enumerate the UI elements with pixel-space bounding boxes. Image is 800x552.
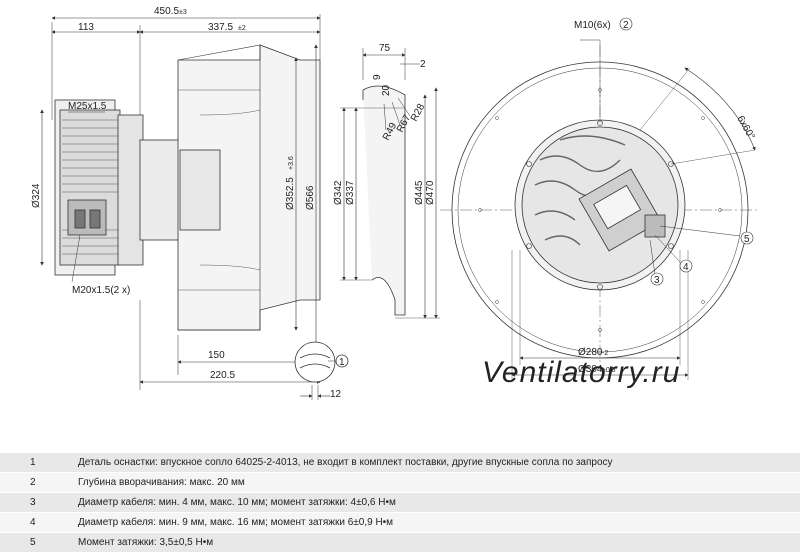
callout-3: 3 xyxy=(654,275,660,286)
angle-label: 6x60° xyxy=(734,114,756,142)
dim-342: Ø342 xyxy=(333,180,344,205)
callout-5: 5 xyxy=(744,234,750,245)
table-row: 4 Диаметр кабеля: мин. 9 мм, макс. 16 мм… xyxy=(0,513,800,533)
note-text: Глубина вворачивания: макс. 20 мм xyxy=(52,473,800,493)
note-text: Деталь оснастки: впускное сопло 64025-2-… xyxy=(52,453,800,473)
dim-dia-566: Ø566 xyxy=(305,185,316,210)
notes-table: 1 Деталь оснастки: впускное сопло 64025-… xyxy=(0,452,800,552)
note-text: Диаметр кабеля: мин. 9 мм, макс. 16 мм; … xyxy=(52,513,800,533)
dim-dia-352-tol: +3.6 xyxy=(288,156,295,170)
note-text: Диаметр кабеля: мин. 4 мм, макс. 10 мм; … xyxy=(52,493,800,513)
technical-drawing: 450.5 ±3 113 337.5 ±2 M25x1.5 M20x1.5(2 … xyxy=(0,0,800,440)
dim-445: Ø445 xyxy=(414,180,425,205)
dim-overall-length-tol: ±3 xyxy=(179,9,187,16)
callout-1: 1 xyxy=(339,357,345,368)
dim-overall-length: 450.5 xyxy=(154,6,179,17)
note-number: 3 xyxy=(0,493,52,513)
dim-dia-352: Ø352.5 xyxy=(285,177,296,210)
dim-impeller-length: 337.5 xyxy=(208,22,233,33)
dim-9: 9 xyxy=(372,74,383,80)
table-row: 1 Деталь оснастки: впускное сопло 64025-… xyxy=(0,453,800,473)
thread-m10-label: M10(6x) xyxy=(574,20,611,31)
front-view xyxy=(440,18,760,380)
table-row: 5 Момент затяжки: 3,5±0,5 Н•м xyxy=(0,533,800,552)
note-number: 1 xyxy=(0,453,52,473)
dim-impeller-length-tol: ±2 xyxy=(238,25,246,32)
thread-top-label: M25x1.5 xyxy=(68,101,107,112)
dim-75: 75 xyxy=(379,43,391,54)
watermark: Ventilatorry.ru xyxy=(482,356,680,389)
side-view xyxy=(42,14,348,400)
table-row: 2 Глубина вворачивания: макс. 20 мм xyxy=(0,473,800,493)
dim-337: Ø337 xyxy=(345,180,356,205)
dim-motor-dia: Ø324 xyxy=(31,183,42,208)
dim-220: 220.5 xyxy=(210,370,235,381)
dim-470: Ø470 xyxy=(425,180,436,205)
dim-150: 150 xyxy=(208,350,225,361)
callout-4: 4 xyxy=(683,262,689,273)
table-row: 3 Диаметр кабеля: мин. 4 мм, макс. 10 мм… xyxy=(0,493,800,513)
callout-2: 2 xyxy=(623,20,629,31)
dim-motor-length: 113 xyxy=(78,22,94,33)
dim-20: 20 xyxy=(381,84,392,96)
note-text: Момент затяжки: 3,5±0,5 Н•м xyxy=(52,533,800,552)
thread-bottom-label: M20x1.5(2 x) xyxy=(72,285,130,296)
note-number: 5 xyxy=(0,533,52,552)
dim-2: 2 xyxy=(420,59,426,70)
note-number: 4 xyxy=(0,513,52,533)
note-number: 2 xyxy=(0,473,52,493)
dim-12: 12 xyxy=(330,389,342,400)
